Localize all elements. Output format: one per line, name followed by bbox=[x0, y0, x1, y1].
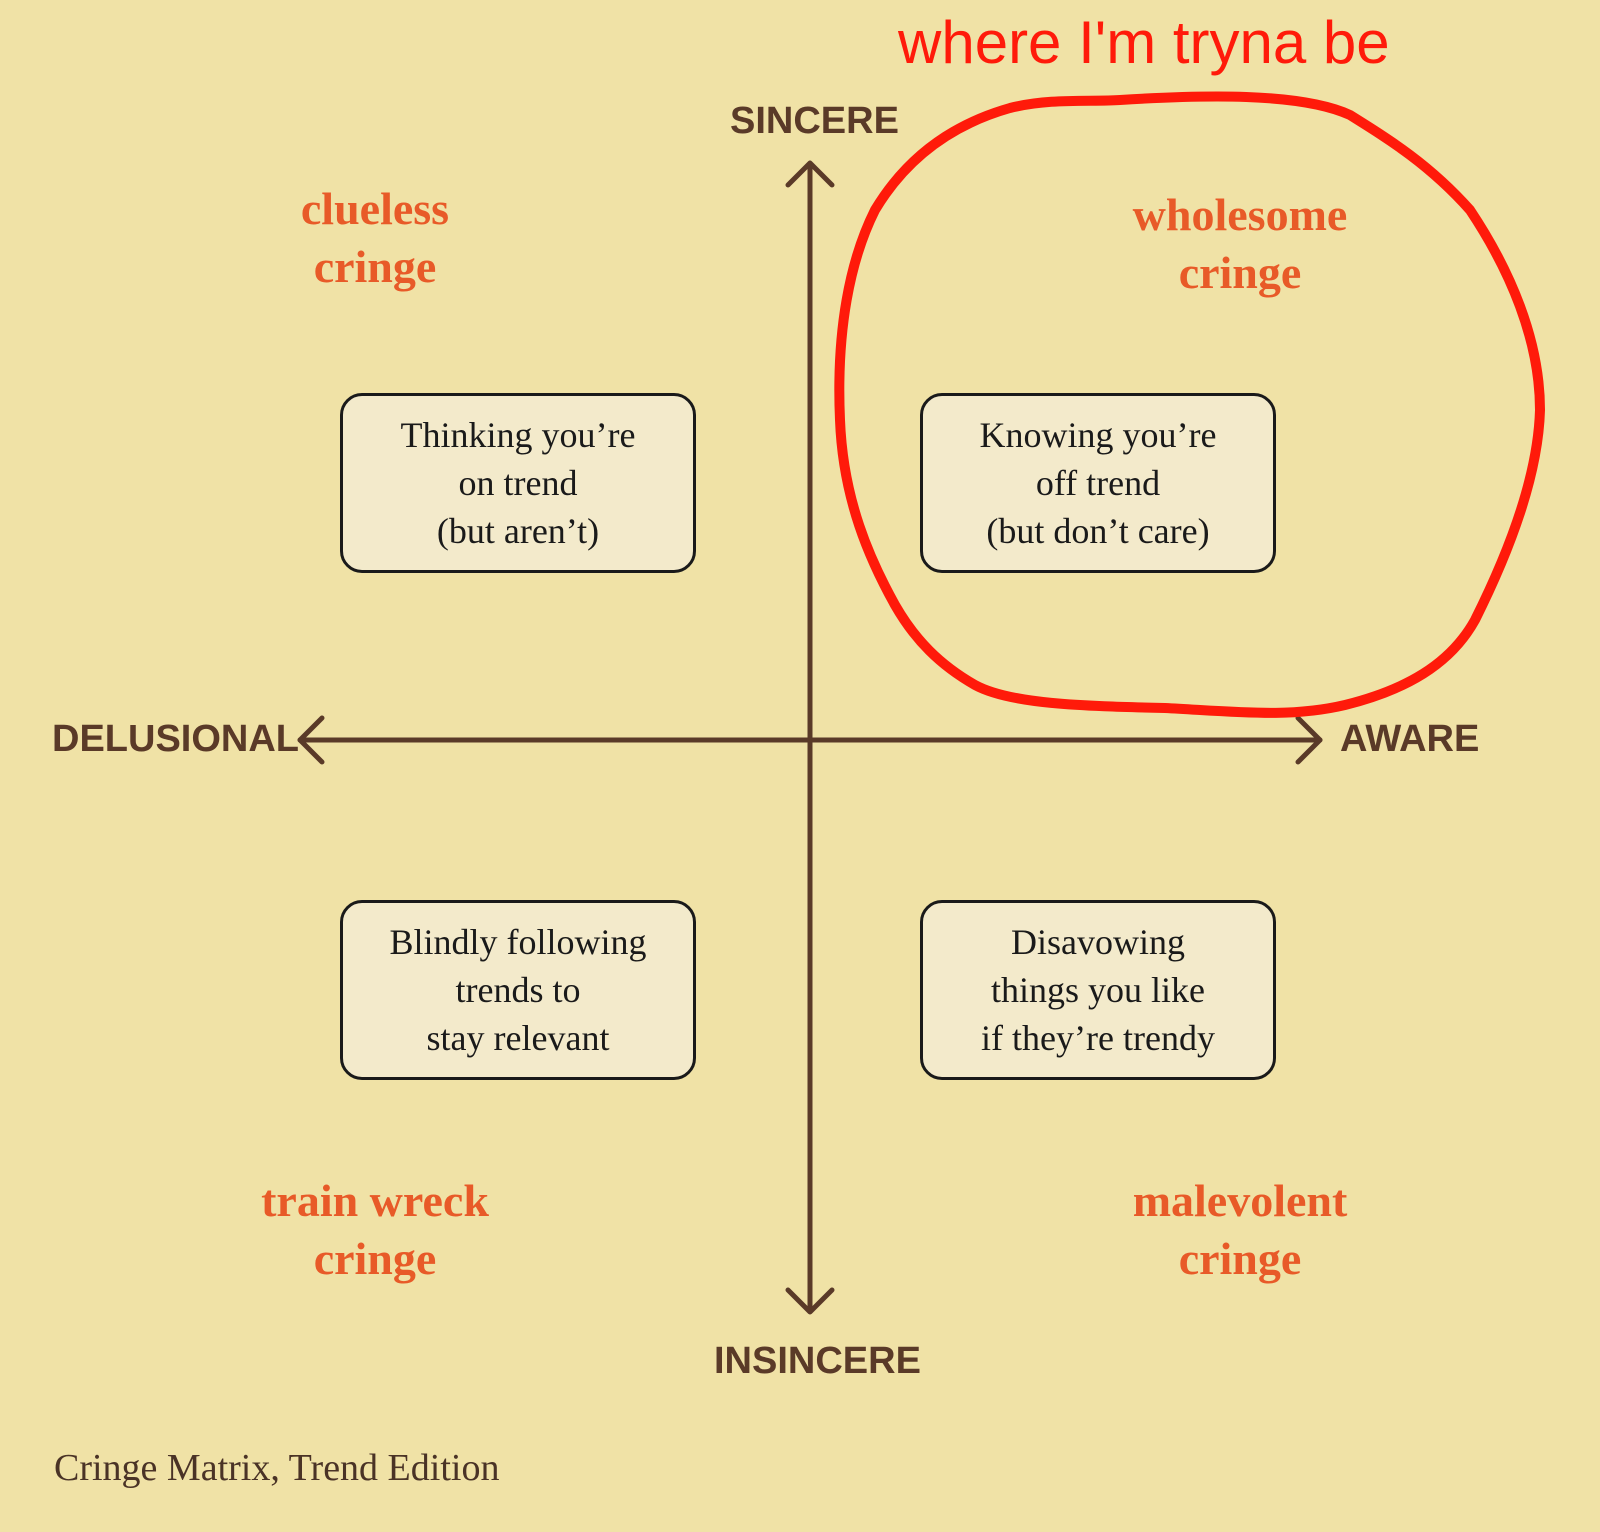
description-box-top-right: Knowing you’re off trend (but don’t care… bbox=[920, 393, 1276, 573]
axis-label-sincere: SINCERE bbox=[730, 100, 899, 142]
description-line: Disavowing bbox=[1011, 922, 1185, 962]
annotation-text: where I'm tryna be bbox=[898, 9, 1390, 76]
quadrant-title-line: malevolent bbox=[1132, 1175, 1348, 1226]
description-line: if they’re trendy bbox=[981, 1018, 1215, 1058]
description-line: on trend bbox=[458, 463, 578, 503]
description-line: Blindly following bbox=[389, 922, 647, 962]
quadrant-title-bottom-right: malevolent cringe bbox=[1100, 1172, 1380, 1288]
description-line: Knowing you’re bbox=[979, 415, 1217, 455]
axis-label-aware: AWARE bbox=[1340, 718, 1480, 760]
quadrant-title-line: cringe bbox=[1178, 247, 1302, 298]
quadrant-title-top-left: clueless cringe bbox=[245, 180, 505, 296]
description-line: (but don’t care) bbox=[986, 511, 1210, 551]
axis-label-delusional: DELUSIONAL bbox=[52, 718, 299, 760]
arrow-down-icon bbox=[785, 1287, 835, 1315]
quadrant-title-line: cringe bbox=[1178, 1233, 1302, 1284]
arrow-up-icon bbox=[785, 160, 835, 188]
description-line: trends to bbox=[455, 970, 581, 1010]
description-line: Thinking you’re bbox=[400, 415, 636, 455]
quadrant-title-bottom-left: train wreck cringe bbox=[225, 1172, 525, 1288]
description-line: things you like bbox=[991, 970, 1205, 1010]
description-box-bottom-right: Disavowing things you like if they’re tr… bbox=[920, 900, 1276, 1080]
description-line: stay relevant bbox=[426, 1018, 610, 1058]
diagram-caption: Cringe Matrix, Trend Edition bbox=[54, 1447, 500, 1489]
quadrant-title-line: cringe bbox=[313, 241, 437, 292]
description-line: (but aren’t) bbox=[436, 511, 600, 551]
quadrant-title-line: clueless bbox=[300, 183, 450, 234]
description-box-top-left: Thinking you’re on trend (but aren’t) bbox=[340, 393, 696, 573]
description-line: off trend bbox=[1035, 463, 1161, 503]
quadrant-title-line: wholesome bbox=[1132, 189, 1348, 240]
quadrant-title-line: train wreck bbox=[261, 1175, 489, 1226]
quadrant-title-line: cringe bbox=[313, 1233, 437, 1284]
axis-label-insincere: INSINCERE bbox=[714, 1340, 921, 1382]
arrow-left-icon bbox=[297, 715, 325, 765]
description-box-bottom-left: Blindly following trends to stay relevan… bbox=[340, 900, 696, 1080]
arrow-right-icon bbox=[1295, 715, 1323, 765]
quadrant-title-top-right: wholesome cringe bbox=[1100, 186, 1380, 302]
